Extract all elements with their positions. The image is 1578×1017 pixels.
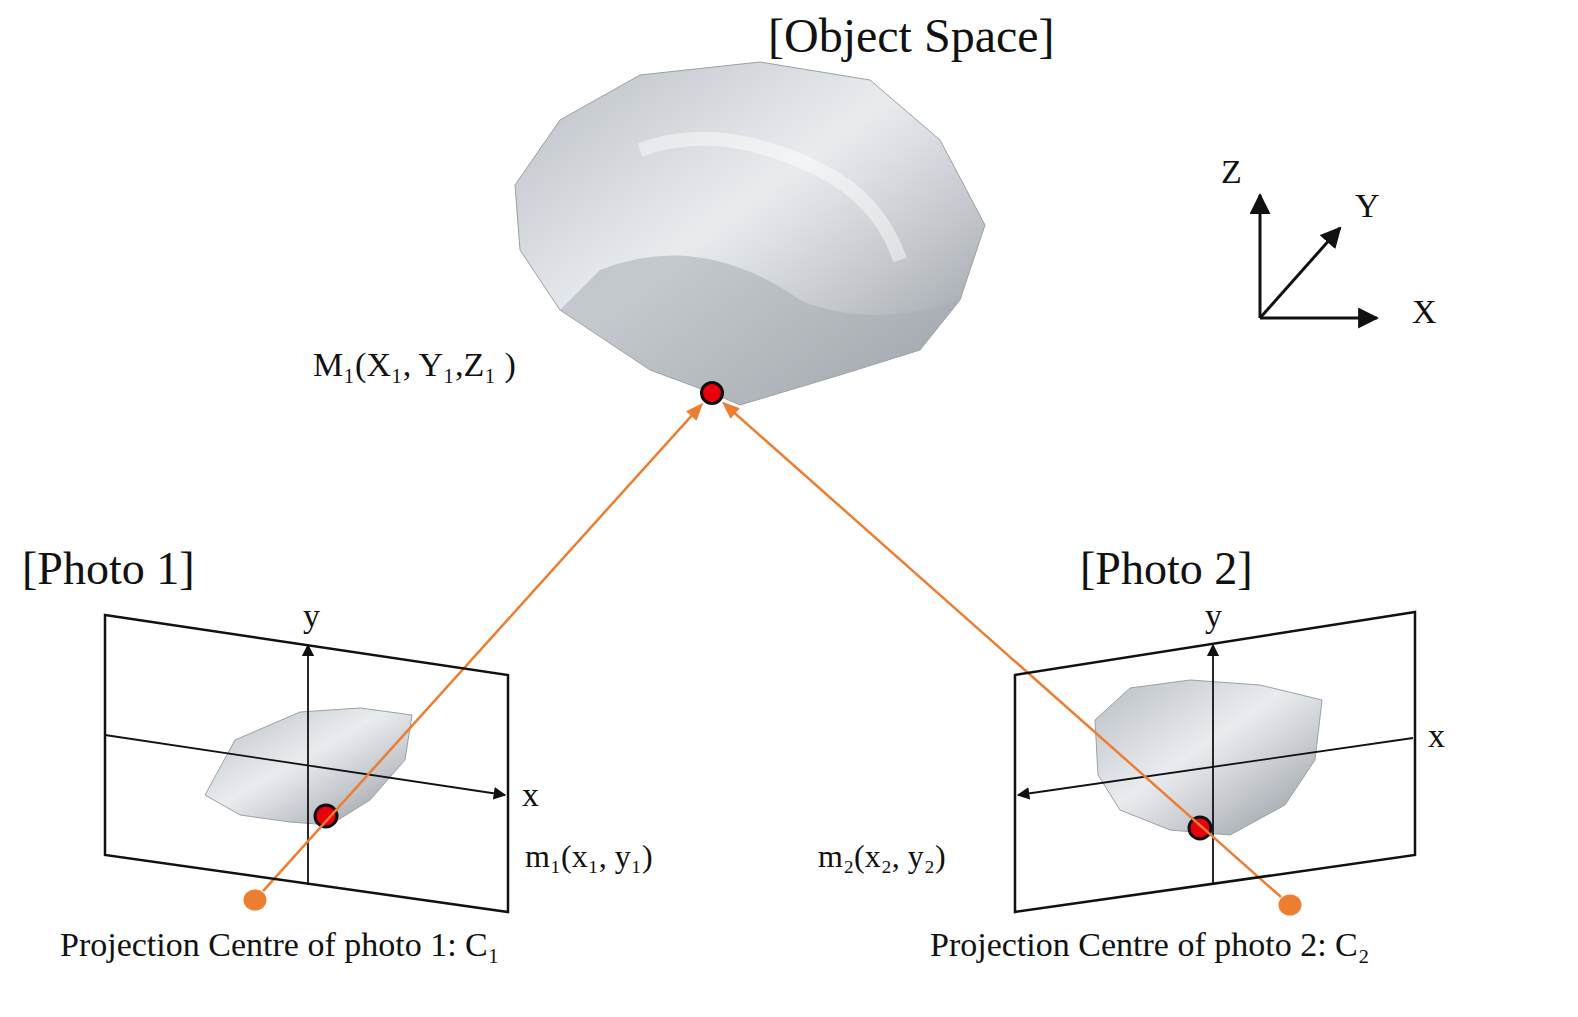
node-outline <box>105 613 510 915</box>
node-outline <box>700 381 724 405</box>
axis-label: x <box>1428 716 1445 755</box>
photo-frame: [Photo 1] <box>105 613 510 915</box>
object-point: M₁(X₁, Y₁,Z₁ ) <box>700 381 724 405</box>
axis-label: Y <box>1355 186 1380 225</box>
node-outline <box>242 888 268 912</box>
projection-centre: Projection Centre of photo 1: C₁ <box>242 888 268 912</box>
node-text: [Photo 1] <box>22 543 195 596</box>
node-text: Projection Centre of photo 1: C₁ <box>60 925 500 964</box>
node-text: M₁(X₁, Y₁,Z₁ ) <box>313 345 516 384</box>
axis-label: Z <box>1221 152 1242 191</box>
projection-ray <box>722 402 1281 897</box>
axis-label: x <box>522 775 539 814</box>
point-label: m₁(x₁, y₁) <box>525 838 653 875</box>
node-outline <box>1013 610 1418 915</box>
node-text: Projection Centre of photo 2: C₂ <box>930 925 1370 964</box>
photo-2-image <box>1018 645 1413 885</box>
region-title: [Object Space] <box>768 8 1055 63</box>
node-outline <box>1277 893 1303 917</box>
axis-label: X <box>1412 292 1437 331</box>
point-label: m₂(x₂, y₂) <box>818 838 946 875</box>
photo-frame: [Photo 2] <box>1013 610 1418 915</box>
axis-label: y <box>303 596 320 635</box>
axis-label: y <box>1205 596 1222 635</box>
projection-centre: Projection Centre of photo 2: C₂ <box>1277 893 1303 917</box>
rock <box>515 62 985 405</box>
projection-ray <box>263 403 703 891</box>
node-text: [Photo 2] <box>1080 543 1253 596</box>
photo-1-image <box>105 645 505 885</box>
